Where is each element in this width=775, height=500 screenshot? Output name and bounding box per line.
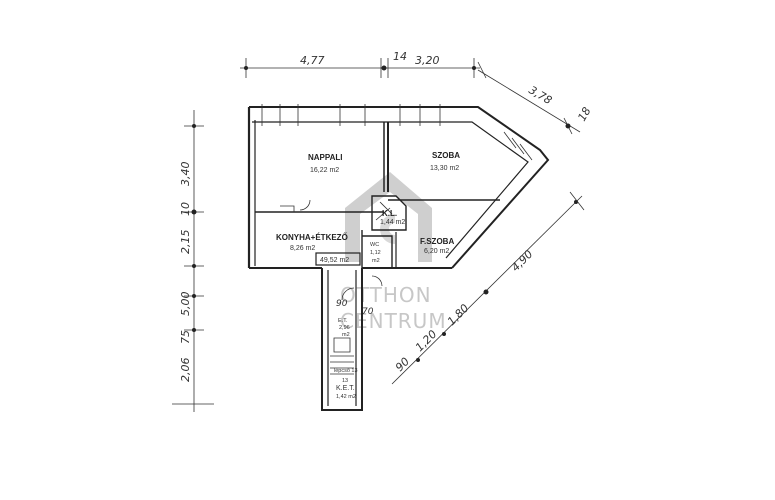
dim-diag-2: 1,80 — [445, 302, 472, 329]
room-nappali-area: 16,22 m2 — [310, 167, 339, 174]
dim-left-4: 5,00 — [179, 292, 192, 317]
room-wc-name: WC — [370, 242, 379, 248]
watermark-text-centrum: CENTRUM — [340, 309, 447, 333]
room-et-name: E.T. — [338, 318, 348, 324]
room-ket-area: 1,42 m2 — [336, 394, 356, 400]
total-area-box — [315, 252, 361, 266]
room-nappali-name: NAPPALI — [308, 153, 343, 162]
room-wc-area: 1,12 — [370, 250, 381, 256]
room-fszoba-area: 6,20 m2 — [424, 248, 449, 255]
dim-left-2: 10 — [179, 202, 192, 216]
dim-top-4: 3,78 — [526, 83, 554, 107]
room-wc-unit: m2 — [372, 258, 380, 264]
dim-stair-2: 70 — [362, 307, 374, 317]
dim-left-6: 2,06 — [179, 358, 192, 383]
dim-stair-1: 90 — [336, 299, 348, 309]
watermark-text-otthon: OTTHON — [340, 283, 432, 307]
dim-diag-4: 90 — [393, 355, 412, 374]
diagonal-dimension-top-right — [477, 61, 581, 135]
dim-top-5: 18 — [575, 105, 593, 124]
room-konyha-area: 8,26 m2 — [290, 245, 315, 252]
dim-top-2: 14 — [393, 50, 407, 63]
diagonal-dimension-right — [391, 191, 585, 385]
room-fszoba-name: F.SZOBA — [420, 237, 454, 246]
stair-note-2: 13 — [342, 378, 348, 384]
room-kl-area: 1,44 m2 — [380, 219, 405, 226]
dim-diag-1: 4,90 — [509, 248, 536, 275]
room-konyha-name: KONYHA+ÉTKEZŐ — [276, 233, 348, 242]
room-et-unit: m2 — [342, 332, 350, 338]
dim-left-5: 75 — [179, 330, 192, 344]
dim-left-1: 3,40 — [179, 162, 192, 187]
room-kl-name: K.L. — [382, 209, 397, 218]
top-dimension-line — [240, 58, 480, 78]
total-area: 49,52 m2 — [320, 257, 349, 264]
left-dimension-line — [172, 110, 214, 412]
room-szoba-area: 13,30 m2 — [430, 165, 459, 172]
apartment-walls — [247, 104, 550, 411]
dim-top-3: 3,20 — [415, 54, 440, 67]
room-ket-name: K.E.T. — [336, 385, 355, 392]
dim-top-1: 4,77 — [300, 54, 325, 67]
room-et-area: 2,96 — [339, 325, 350, 331]
dim-left-3: 2,15 — [179, 230, 192, 255]
stair-note-1: lépcső 13 — [334, 368, 358, 374]
room-szoba-name: SZOBA — [432, 151, 460, 160]
